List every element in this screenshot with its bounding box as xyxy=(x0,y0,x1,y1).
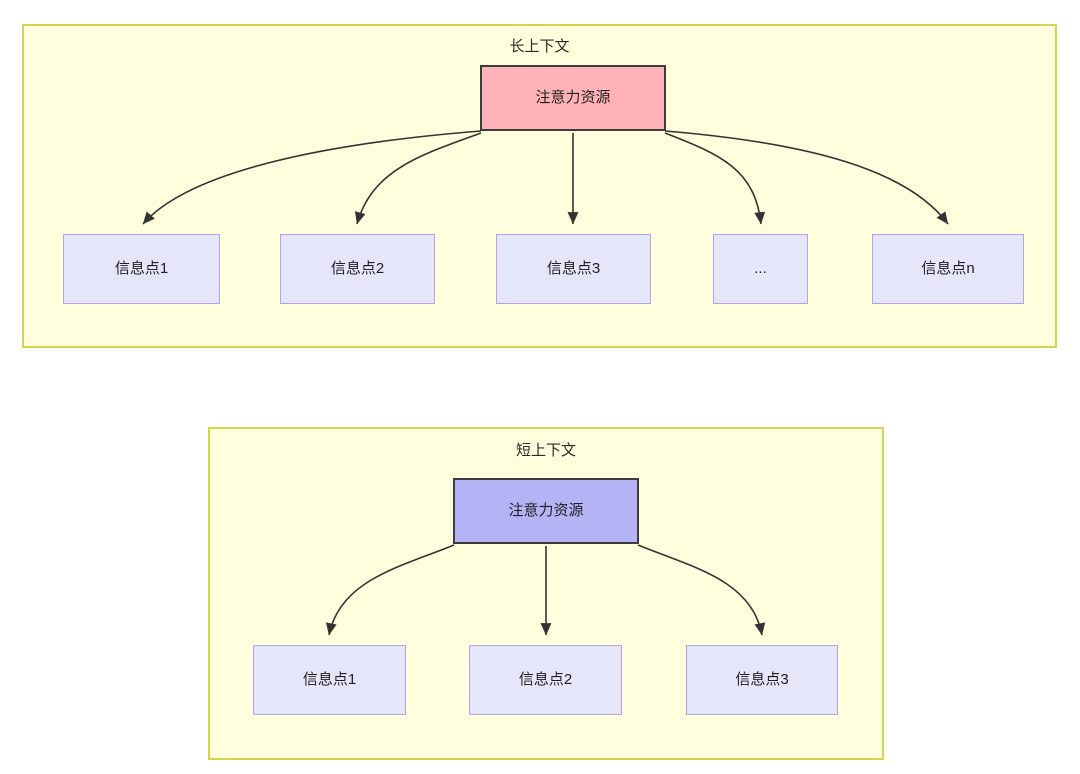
node-long-attention-resource[interactable]: 注意力资源 xyxy=(480,65,666,131)
node-long-info-point-2[interactable]: 信息点2 xyxy=(280,234,435,304)
node-long-info-point-n[interactable]: 信息点n xyxy=(872,234,1024,304)
node-label: 信息点n xyxy=(921,260,975,277)
node-label: 信息点3 xyxy=(546,260,601,277)
node-short-info-point-3[interactable]: 信息点3 xyxy=(686,645,838,715)
panel-long-context-title: 长上下文 xyxy=(509,38,570,55)
node-label: 信息点3 xyxy=(735,671,789,688)
node-label: 注意力资源 xyxy=(535,89,611,106)
node-long-info-point-3[interactable]: 信息点3 xyxy=(496,234,651,304)
node-short-info-point-2[interactable]: 信息点2 xyxy=(469,645,622,715)
node-short-attention-resource[interactable]: 注意力资源 xyxy=(453,478,639,544)
node-label: 信息点1 xyxy=(302,671,357,688)
node-label: 信息点2 xyxy=(330,260,385,277)
node-long-info-point-1[interactable]: 信息点1 xyxy=(63,234,220,304)
panel-short-context-title: 短上下文 xyxy=(515,442,576,459)
node-label: 注意力资源 xyxy=(508,502,584,519)
node-label: 信息点1 xyxy=(114,260,169,277)
node-short-info-point-1[interactable]: 信息点1 xyxy=(253,645,406,715)
node-label: ... xyxy=(754,260,767,277)
node-label: 信息点2 xyxy=(518,671,573,688)
node-long-info-point-ellipsis[interactable]: ... xyxy=(713,234,808,304)
